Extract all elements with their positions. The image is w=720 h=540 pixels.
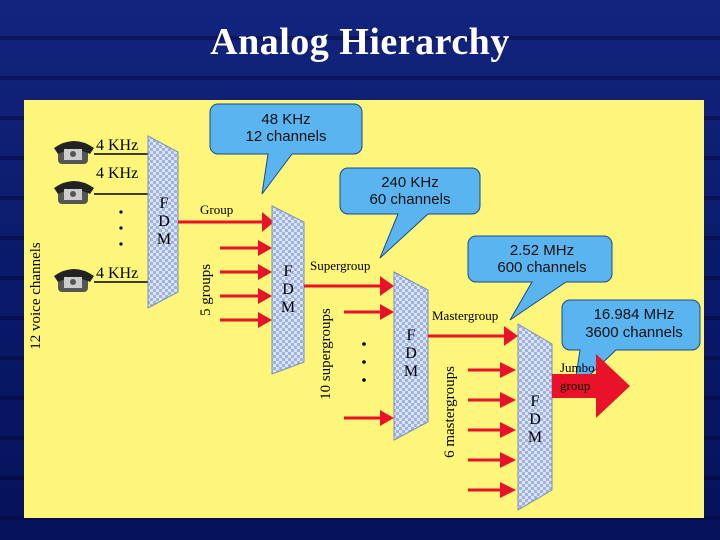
fdm3-d: D: [405, 345, 417, 362]
callout-16-984mhz-line1: 16.984 MHz: [594, 306, 675, 323]
telephone-icon: [54, 141, 94, 164]
callout-48khz-line2: 12 channels: [246, 128, 327, 145]
voice-channels-label: 12 voice channels: [28, 242, 44, 350]
khz-label-1: 4 KHz: [96, 137, 138, 154]
fdm4-d: D: [529, 411, 541, 428]
fdm-multiplexer-4: F D M: [517, 323, 553, 511]
five-group-arrows: [220, 240, 272, 328]
khz-label-2: 4 KHz: [96, 165, 138, 182]
callout-48khz-line1: 48 KHz: [261, 111, 310, 128]
fdm1-f: F: [160, 195, 169, 212]
fdm2-d: D: [282, 281, 294, 298]
fdm-multiplexer-1: F D M: [147, 135, 179, 309]
fdm1-m: M: [157, 231, 171, 248]
fdm3-f: F: [407, 327, 416, 344]
callout-2-52mhz-line2: 600 channels: [497, 259, 586, 276]
jumbo-label-line2: group: [560, 378, 590, 393]
fdm-multiplexer-3: F D M: [393, 271, 429, 441]
ellipsis-dot: [119, 210, 123, 214]
group-arrowhead: [262, 212, 274, 232]
ten-supergroups-label: 10 supergroups: [318, 308, 334, 400]
ellipsis-dot: [119, 226, 123, 230]
five-groups-label: 5 groups: [198, 264, 214, 316]
telephone-icon: [54, 181, 94, 204]
ellipsis-dot: [362, 360, 366, 364]
analog-hierarchy-diagram: 48 KHz 12 channels 240 KHz 60 channels 2…: [28, 103, 701, 511]
callout-48khz: 48 KHz 12 channels: [209, 103, 363, 195]
supergroup-label: Supergroup: [310, 258, 370, 273]
fdm-multiplexer-2: F D M: [271, 205, 305, 375]
callout-240khz-line2: 60 channels: [370, 191, 451, 208]
six-mastergroups-label: 6 mastergroups: [442, 366, 458, 458]
mastergroup-label: Mastergroup: [432, 308, 498, 323]
ellipsis-dot: [119, 242, 123, 246]
supergroup-input-arrows: [344, 304, 394, 426]
jumbo-label-line1: Jumbo: [560, 360, 595, 375]
khz-label-3: 4 KHz: [96, 265, 138, 282]
fdm3-m: M: [404, 363, 418, 380]
mastergroup-arrowhead: [504, 326, 518, 346]
mastergroup-input-arrows: [468, 362, 516, 498]
callout-2-52mhz-line1: 2.52 MHz: [510, 242, 574, 259]
callout-2-52mhz: 2.52 MHz 600 channels: [467, 235, 613, 321]
fdm1-d: D: [158, 213, 170, 230]
fdm2-f: F: [284, 263, 293, 280]
fdm4-f: F: [531, 393, 540, 410]
group-label: Group: [200, 202, 233, 217]
jumbo-output-arrow: [552, 354, 630, 418]
supergroup-arrowhead: [380, 276, 394, 296]
fdm2-m: M: [281, 299, 295, 316]
ellipsis-dot: [362, 378, 366, 382]
slide-title: Analog Hierarchy: [210, 21, 510, 63]
callout-240khz: 240 KHz 60 channels: [339, 167, 481, 259]
callout-16-984mhz-line2: 3600 channels: [585, 324, 683, 341]
fdm4-m: M: [528, 429, 542, 446]
callout-240khz-line1: 240 KHz: [381, 174, 439, 191]
ellipsis-dot: [362, 342, 366, 346]
telephone-icon: [54, 269, 94, 292]
